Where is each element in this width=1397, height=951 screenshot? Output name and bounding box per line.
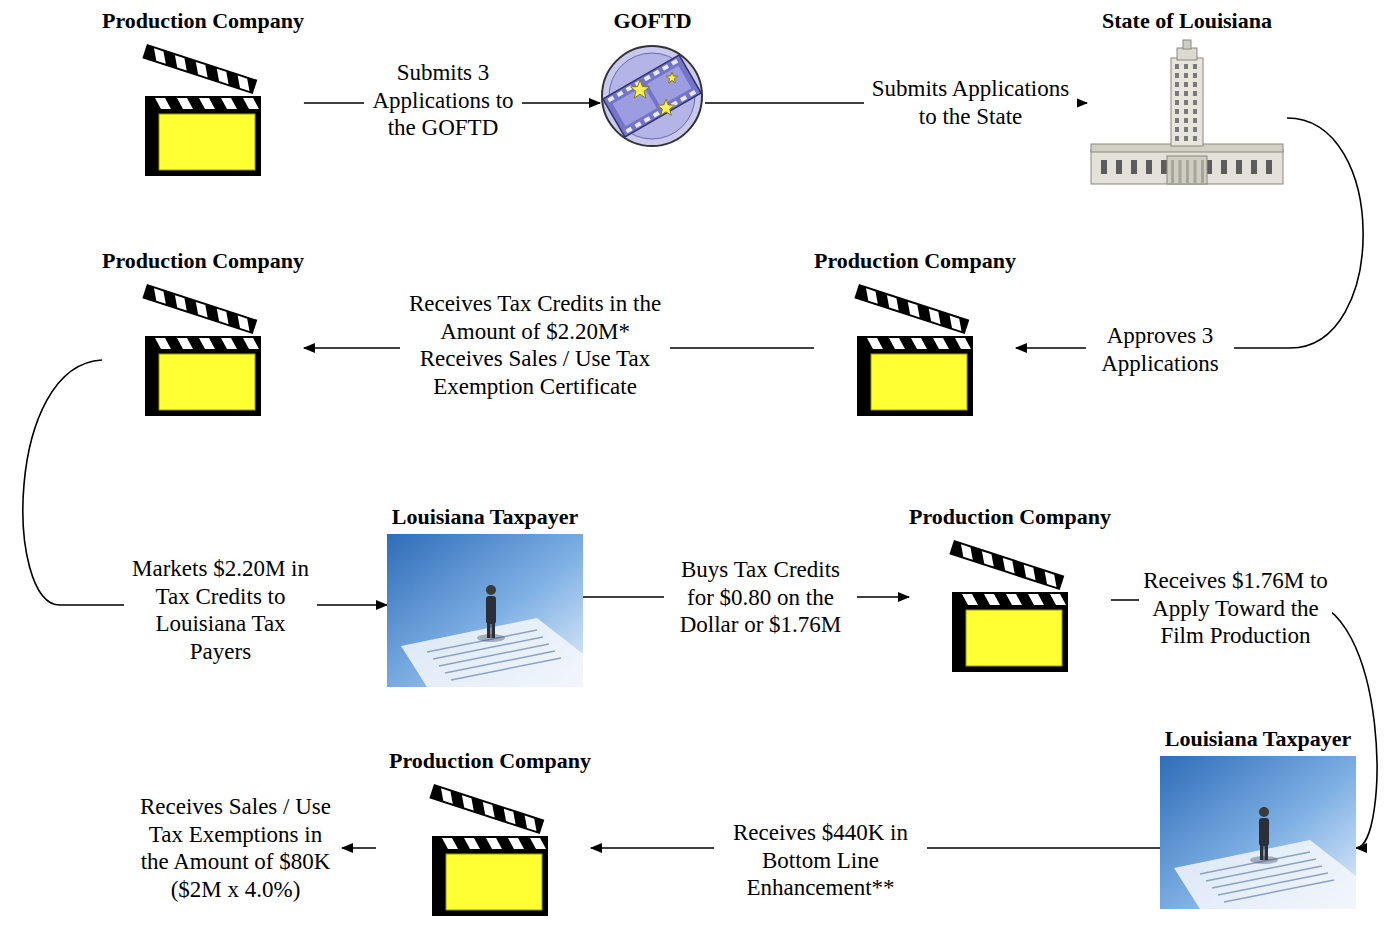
- node-heading: Production Company: [909, 504, 1111, 530]
- node-heading: Production Company: [389, 748, 591, 774]
- icon-node: Louisiana Taxpayer: [1160, 726, 1356, 909]
- edge-label: Buys Tax Credits for $0.80 on the Dollar…: [664, 555, 857, 640]
- edge-label: Submits Applications to the State: [864, 74, 1077, 131]
- icon-node: Production Company: [389, 748, 591, 918]
- note-text: Receives Sales / Use Tax Exemptions in t…: [134, 792, 337, 904]
- flow-arrow: [1016, 118, 1363, 348]
- icon-node: Production Company: [102, 248, 304, 418]
- node-heading: Louisiana Taxpayer: [387, 504, 583, 530]
- edge-label: Receives Tax Credits in the Amount of $2…: [400, 289, 670, 401]
- photo-picture: [1160, 756, 1356, 909]
- output-arrow: [342, 847, 376, 849]
- icon-node: Production Company: [102, 8, 304, 178]
- clap-picture: [139, 38, 267, 178]
- clap-picture: [851, 278, 979, 418]
- icon-node: Louisiana Taxpayer: [387, 504, 583, 687]
- clap-picture: [946, 534, 1074, 674]
- icon-node: Production Company: [814, 248, 1016, 418]
- node-heading: State of Louisiana: [1087, 8, 1287, 34]
- edge-label: Receives $1.76M to Apply Toward the Film…: [1139, 566, 1332, 651]
- node-heading: Louisiana Taxpayer: [1160, 726, 1356, 752]
- clap-picture: [139, 278, 267, 418]
- clap-picture: [426, 778, 554, 918]
- capitol-picture: [1087, 38, 1287, 188]
- node-heading: Production Company: [102, 8, 304, 34]
- photo-picture: [387, 534, 583, 687]
- node-heading: GOFTD: [600, 8, 705, 34]
- edge-label: Approves 3 Applications: [1086, 321, 1234, 378]
- edge-label: Receives $440K in Bottom Line Enhancemen…: [714, 818, 927, 903]
- reel-picture: [600, 38, 705, 153]
- icon-node: Production Company: [909, 504, 1111, 674]
- node-heading: Production Company: [102, 248, 304, 274]
- node-heading: Production Company: [814, 248, 1016, 274]
- edge-label: Markets $2.20M in Tax Credits to Louisia…: [124, 554, 317, 666]
- icon-node: State of Louisiana: [1087, 8, 1287, 188]
- edge-label: Submits 3 Applications to the GOFTD: [364, 58, 522, 143]
- icon-node: GOFTD: [600, 8, 705, 153]
